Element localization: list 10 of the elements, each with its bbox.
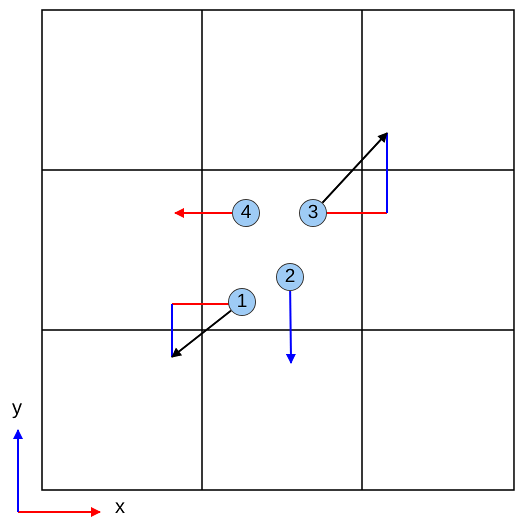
vector-arrow bbox=[171, 310, 232, 358]
numbered-circle: 1 bbox=[228, 288, 256, 316]
vector-arrow bbox=[286, 290, 296, 364]
axis-label: x bbox=[115, 497, 125, 517]
numbered-circle: 4 bbox=[232, 199, 260, 227]
axis-label: y bbox=[12, 398, 22, 418]
numbered-circle: 2 bbox=[276, 263, 304, 291]
vector-arrow bbox=[322, 132, 388, 204]
vector-arrow bbox=[174, 208, 232, 218]
numbered-circle: 3 bbox=[299, 199, 327, 227]
